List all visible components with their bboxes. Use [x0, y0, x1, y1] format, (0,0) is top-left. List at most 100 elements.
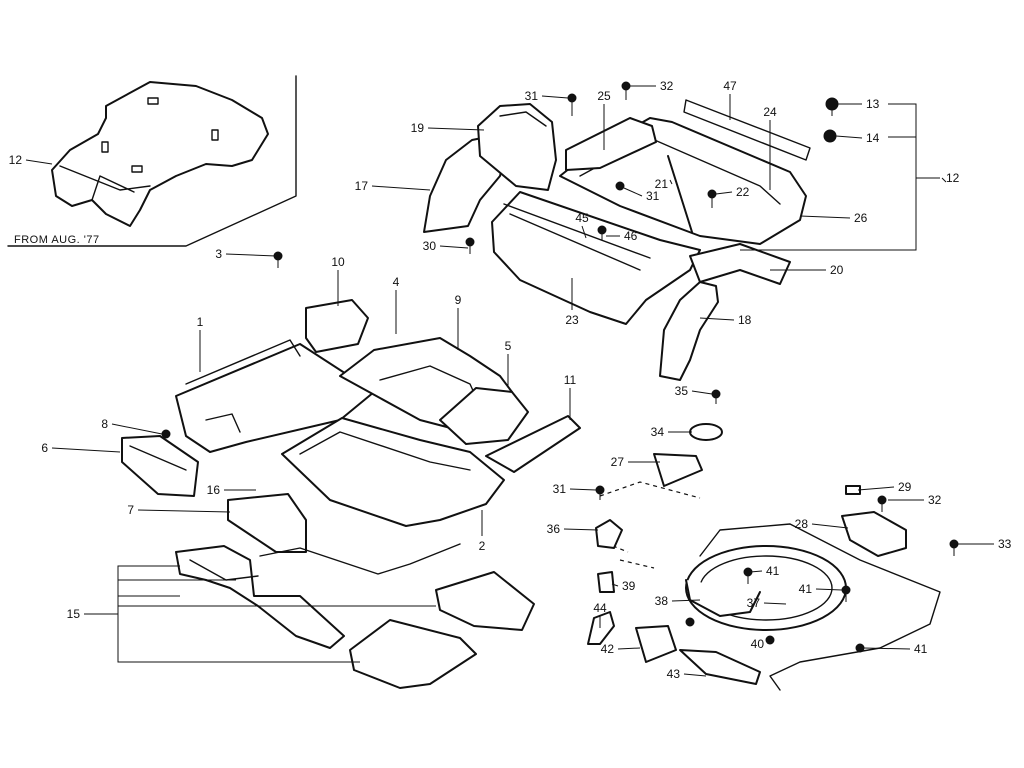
callout-label: 6 — [41, 441, 48, 455]
callout-leader — [749, 570, 763, 573]
callout-leader — [617, 647, 641, 650]
callout-label: 27 — [611, 455, 625, 469]
callout-leader — [623, 187, 643, 197]
floor-tunnel — [339, 337, 529, 445]
callout-label: 14 — [866, 131, 880, 145]
callout-label: 32 — [928, 493, 942, 507]
callout-leader — [835, 135, 863, 139]
callout-leader — [683, 673, 707, 677]
callout-label: 23 — [565, 313, 579, 327]
callout-label: 11 — [564, 373, 577, 387]
callout-leader — [111, 423, 163, 435]
callout-label: 36 — [547, 522, 561, 536]
callout-leader — [699, 317, 735, 321]
callout-leader — [371, 185, 431, 191]
inset-frame — [7, 75, 297, 247]
callout-label: 3 — [215, 247, 222, 261]
callout-leader — [427, 127, 485, 131]
callout-label: 2 — [479, 539, 486, 553]
callout-leader — [611, 583, 619, 587]
callout-leader — [25, 159, 53, 165]
fasteners — [161, 81, 959, 653]
callout-leader — [691, 390, 713, 395]
callout-label: 26 — [854, 211, 868, 225]
callout-label: 5 — [505, 339, 512, 353]
callout-label: 18 — [738, 313, 752, 327]
callout-label: 19 — [411, 121, 425, 135]
callout-label: 10 — [331, 255, 345, 269]
callout-label: 38 — [655, 594, 669, 608]
callout-leader — [581, 225, 587, 239]
callout-label: 39 — [622, 579, 636, 593]
spare-tire-well — [597, 481, 941, 691]
floor-insulator — [175, 543, 535, 689]
callout-label: 30 — [423, 239, 437, 253]
callout-label: 16 — [207, 483, 221, 497]
callout-label: 15 — [67, 607, 81, 621]
callout-label: 37 — [747, 596, 761, 610]
callout-label: 4 — [393, 275, 400, 289]
callout-leader — [225, 253, 277, 257]
callout-leader — [857, 486, 895, 491]
callout-label: 45 — [575, 211, 589, 225]
callout-label: 43 — [667, 667, 681, 681]
rear-wheel-house-right — [659, 99, 811, 381]
callout-leader — [541, 95, 569, 99]
callout-label: 31 — [553, 482, 567, 496]
callout-leader — [815, 588, 843, 591]
callout-label: 12 — [9, 153, 23, 167]
floor-cross-member — [121, 435, 307, 553]
callout-label: 33 — [998, 537, 1012, 551]
callout-leader — [137, 509, 231, 513]
callout-label: 32 — [660, 79, 674, 93]
front-floor-left — [175, 299, 375, 453]
inset-floor-mat — [51, 81, 269, 227]
callout-leader — [799, 215, 851, 219]
callout-leader — [669, 179, 673, 185]
callout-leader — [439, 245, 469, 249]
callout-label: 24 — [763, 105, 777, 119]
callout-leader — [671, 599, 701, 602]
callout-label: 28 — [795, 517, 809, 531]
callout-label: 40 — [751, 637, 765, 651]
rear-panel-upper — [559, 117, 807, 245]
callout-layer: 1234567891011121213141516171819202122232… — [9, 79, 1012, 681]
callout-label: 46 — [624, 229, 638, 243]
callout-label: 31 — [525, 89, 539, 103]
callout-label: 44 — [593, 601, 607, 615]
callout-label: 12 — [946, 171, 960, 185]
callout-label: 35 — [675, 384, 689, 398]
callout-label: 8 — [101, 417, 108, 431]
callout-label: 29 — [898, 480, 912, 494]
callout-label: 13 — [866, 97, 880, 111]
callout-leader — [941, 177, 947, 183]
callout-leader — [563, 528, 599, 531]
callout-label: 9 — [455, 293, 462, 307]
callout-label: 47 — [723, 79, 737, 93]
inset-label: FROM AUG. '77 — [14, 234, 100, 246]
callout-label: 41 — [914, 642, 928, 656]
callout-leader — [811, 523, 849, 529]
callout-label: 42 — [601, 642, 615, 656]
callout-label: 25 — [597, 89, 611, 103]
callout-leader — [863, 647, 911, 650]
trunk-brackets — [587, 423, 907, 685]
rear-wheel-house-left — [423, 103, 557, 233]
callout-leader — [569, 488, 597, 491]
callout-label: 21 — [655, 177, 669, 191]
callout-label: 22 — [736, 185, 750, 199]
bracket-lines — [112, 103, 940, 663]
callout-label: 31 — [646, 189, 660, 203]
callout-leader — [763, 602, 787, 605]
callout-leader — [715, 191, 733, 195]
callout-label: 41 — [799, 582, 813, 596]
callout-label: 7 — [127, 503, 134, 517]
callout-label: 1 — [197, 315, 204, 329]
trunk-floor-panel — [491, 191, 701, 325]
callout-label: 20 — [830, 263, 844, 277]
callout-label: 34 — [651, 425, 665, 439]
front-floor-right — [281, 415, 581, 527]
callout-label: 17 — [355, 179, 369, 193]
